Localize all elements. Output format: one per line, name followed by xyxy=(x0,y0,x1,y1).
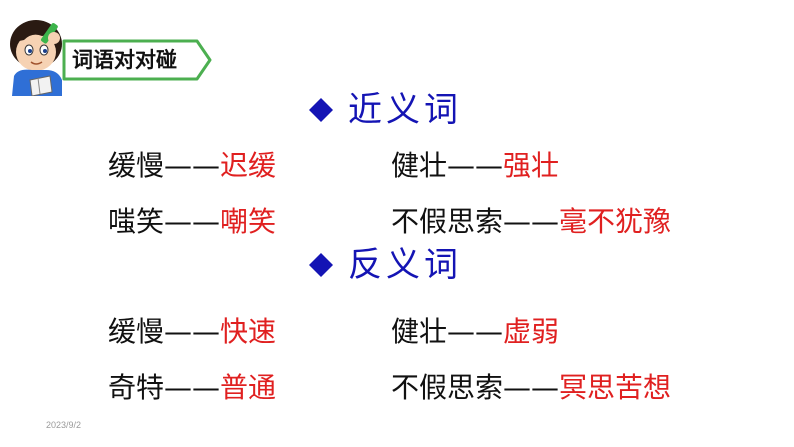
pair-dash: —— xyxy=(503,205,560,238)
diamond-bullet-icon xyxy=(308,97,334,123)
pair-match: 快速 xyxy=(220,315,277,348)
pair-word: 嗤笑 xyxy=(108,205,165,238)
diamond-bullet-icon xyxy=(308,252,334,278)
antonyms-title: 反义词 xyxy=(308,243,462,287)
pair-word: 不假思索 xyxy=(391,205,504,238)
pair-word: 不假思索 xyxy=(391,371,504,404)
pair-dash: —— xyxy=(447,149,504,182)
pair-dash: —— xyxy=(447,315,504,348)
pair-dash: —— xyxy=(503,371,560,404)
synonyms-title-text: 近义词 xyxy=(348,90,462,130)
antonym-pair: 健壮——虚弱 xyxy=(391,312,559,352)
antonym-pair: 奇特——普通 xyxy=(108,368,276,408)
pair-dash: —— xyxy=(164,315,221,348)
pair-match: 毫不犹豫 xyxy=(559,205,672,238)
pair-dash: —— xyxy=(164,149,221,182)
pair-match: 迟缓 xyxy=(220,149,277,182)
pair-match: 嘲笑 xyxy=(220,205,277,238)
antonyms-title-text: 反义词 xyxy=(348,245,462,285)
synonym-pair: 不假思索——毫不犹豫 xyxy=(391,202,671,242)
pair-word: 奇特 xyxy=(108,371,165,404)
pair-match: 普通 xyxy=(220,371,277,404)
synonym-pair: 嗤笑——嘲笑 xyxy=(108,202,276,242)
tag-shape-icon xyxy=(62,39,212,81)
pair-word: 缓慢 xyxy=(108,149,165,182)
pair-match: 强壮 xyxy=(503,149,560,182)
tag-label: 词语对对碰 xyxy=(72,48,177,72)
pair-dash: —— xyxy=(164,371,221,404)
synonym-pair: 健壮——强壮 xyxy=(391,146,559,186)
pair-match: 虚弱 xyxy=(503,315,560,348)
synonym-pair: 缓慢——迟缓 xyxy=(108,146,276,186)
pair-word: 健壮 xyxy=(391,315,448,348)
section-tag: 词语对对碰 xyxy=(62,39,212,81)
pair-word: 缓慢 xyxy=(108,315,165,348)
boy-reading-mascot-icon xyxy=(2,14,76,97)
synonyms-title: 近义词 xyxy=(308,88,462,132)
antonym-pair: 缓慢——快速 xyxy=(108,312,276,352)
pair-word: 健壮 xyxy=(391,149,448,182)
antonym-pair: 不假思索——冥思苦想 xyxy=(391,368,671,408)
pair-dash: —— xyxy=(164,205,221,238)
pair-match: 冥思苦想 xyxy=(559,371,672,404)
slide-date: 2023/9/2 xyxy=(46,420,82,430)
